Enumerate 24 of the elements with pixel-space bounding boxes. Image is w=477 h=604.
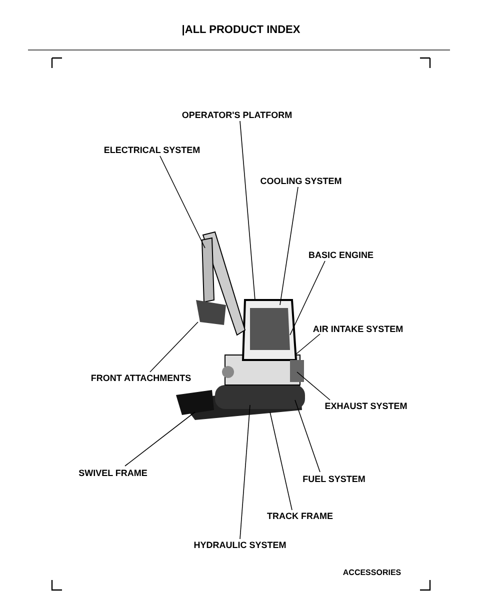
part-label: EXHAUST SYSTEM: [324, 401, 408, 411]
leader-line: [160, 156, 206, 248]
part-label: BASIC ENGINE: [308, 250, 374, 260]
part-label: OPERATOR'S PLATFORM: [182, 110, 292, 120]
leader-line: [294, 400, 320, 472]
page-title: |ALL PRODUCT INDEX: [182, 24, 300, 36]
part-label: COOLING SYSTEM: [260, 176, 342, 186]
leader-line: [296, 372, 330, 400]
leader-line: [240, 404, 250, 540]
leader-line: [124, 412, 196, 466]
part-label: FRONT ATTACHMENTS: [90, 373, 192, 383]
footer-text: ACCESSORIES: [342, 568, 402, 577]
part-label: ELECTRICAL SYSTEM: [104, 145, 200, 155]
leader-line: [290, 260, 326, 336]
leader-line: [240, 120, 256, 300]
leader-line: [150, 322, 198, 372]
leader-line: [280, 186, 298, 306]
part-label: AIR INTAKE SYSTEM: [312, 324, 404, 334]
part-label: FUEL SYSTEM: [302, 474, 366, 484]
leader-line: [270, 412, 292, 510]
leader-line: [294, 334, 320, 356]
part-label: SWIVEL FRAME: [78, 468, 148, 478]
part-label: HYDRAULIC SYSTEM: [194, 540, 286, 550]
part-label: TRACK FRAME: [267, 511, 333, 521]
